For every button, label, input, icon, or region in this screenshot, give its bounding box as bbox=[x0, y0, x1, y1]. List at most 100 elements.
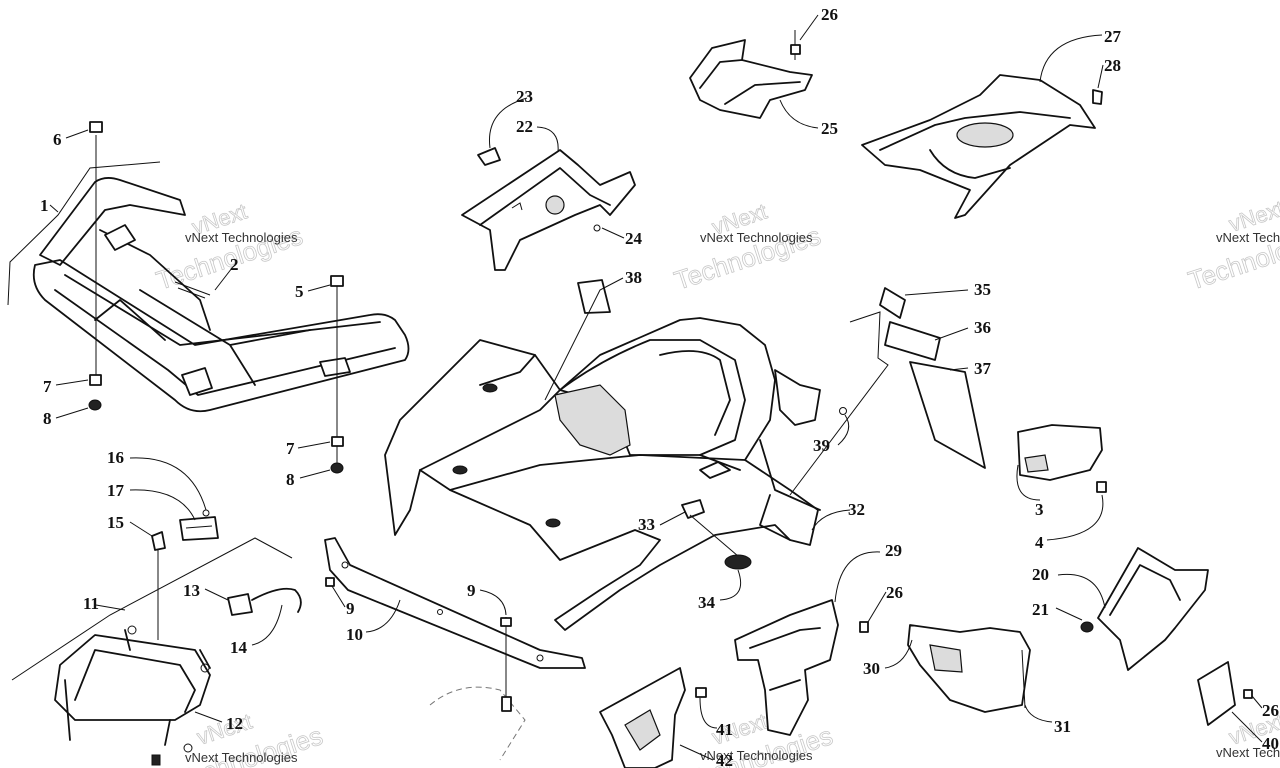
callout-34: 34 bbox=[698, 593, 716, 612]
callout-7b: 7 bbox=[286, 439, 295, 458]
mud-flap-recess bbox=[929, 644, 963, 673]
nut-9b-icon bbox=[500, 617, 512, 627]
plate-17-slot bbox=[185, 525, 213, 529]
front-fender-32 bbox=[384, 317, 819, 631]
leader-7a bbox=[55, 379, 89, 386]
front-rack-inner-rail bbox=[64, 274, 381, 346]
callout-13: 13 bbox=[183, 581, 200, 600]
leader-33 bbox=[659, 511, 686, 526]
screw-41-icon bbox=[695, 687, 707, 698]
leader-24 bbox=[601, 227, 625, 239]
frame-bolt bbox=[501, 696, 512, 712]
front-rack-top-rail bbox=[39, 177, 186, 266]
nut-7-icon bbox=[89, 374, 102, 386]
fastener-23-icon bbox=[477, 147, 501, 166]
callout-2: 2 bbox=[230, 255, 239, 274]
leader-11 bbox=[95, 604, 126, 611]
leader-14 bbox=[251, 604, 283, 646]
leader-22 bbox=[536, 126, 559, 153]
bolt-6-icon bbox=[89, 121, 103, 133]
front-fender-body bbox=[384, 279, 847, 631]
callout-26c: 26 bbox=[1262, 701, 1279, 720]
callout-8b: 8 bbox=[286, 470, 295, 489]
leader-36 bbox=[934, 327, 969, 341]
leader-35 bbox=[904, 289, 969, 296]
leader-2 bbox=[214, 267, 233, 291]
watermark-company: vNext Technologies bbox=[185, 750, 298, 765]
watermark-4: vNext Technologies vNext Technologies bbox=[172, 708, 326, 768]
decal-37-icon bbox=[909, 361, 986, 469]
clip-15-icon bbox=[151, 531, 166, 551]
decal-set bbox=[789, 287, 986, 496]
front-rack-mount bbox=[319, 357, 351, 377]
headlight-lens bbox=[74, 649, 196, 713]
leader-34 bbox=[719, 569, 742, 601]
reflector-34-icon bbox=[724, 554, 752, 570]
callout-16: 16 bbox=[107, 448, 124, 467]
callout-17: 17 bbox=[107, 481, 125, 500]
clip-icon bbox=[151, 754, 161, 766]
leader-38 bbox=[544, 277, 624, 401]
callout-26b: 26 bbox=[886, 583, 903, 602]
leader-3 bbox=[1016, 464, 1041, 501]
fender-line bbox=[479, 354, 536, 386]
leader-20 bbox=[1057, 573, 1106, 609]
callout-29: 29 bbox=[885, 541, 902, 560]
panel-40 bbox=[1197, 661, 1236, 726]
leader-lines bbox=[49, 14, 1263, 761]
inner-panel-hole bbox=[545, 195, 565, 215]
rear-cover-assembly bbox=[861, 74, 1103, 219]
callout-41: 41 bbox=[716, 720, 733, 739]
inner-panel-clip bbox=[511, 202, 523, 211]
nut-9-icon bbox=[325, 577, 335, 587]
callout-10: 10 bbox=[346, 625, 363, 644]
washer-8b-icon bbox=[330, 462, 344, 474]
screw-28-icon bbox=[1092, 89, 1103, 105]
fender-headlight-opening bbox=[554, 384, 631, 456]
callout-1: 1 bbox=[40, 196, 49, 215]
screw-39-icon bbox=[839, 407, 847, 415]
fender-logo-mount bbox=[699, 461, 731, 479]
callout-14: 14 bbox=[230, 638, 248, 657]
leader-9a bbox=[331, 585, 346, 608]
callout-40: 40 bbox=[1262, 734, 1279, 753]
screw-icon bbox=[183, 743, 193, 753]
front-rack-cross-4 bbox=[229, 329, 311, 346]
leader-5 bbox=[307, 284, 331, 292]
leader-7b bbox=[297, 441, 331, 449]
headlight-screw bbox=[200, 663, 210, 673]
bracket-line-11 bbox=[11, 537, 293, 681]
side-cover-3 bbox=[1017, 424, 1107, 493]
front-rack-decal bbox=[174, 281, 211, 299]
inner-fender-42-recess bbox=[624, 709, 661, 751]
screw-24-icon bbox=[593, 224, 601, 232]
inner-panel-assembly bbox=[461, 147, 636, 271]
fender-grommet bbox=[482, 383, 498, 393]
windshield-25 bbox=[689, 39, 813, 119]
headlight-screw bbox=[127, 625, 137, 635]
callout-8a: 8 bbox=[43, 409, 52, 428]
headlight-assembly bbox=[11, 509, 302, 766]
front-rack-frame bbox=[32, 259, 410, 413]
callout-36: 36 bbox=[974, 318, 991, 337]
bar-hole bbox=[341, 561, 349, 569]
watermark-company: vNext Technologies bbox=[1216, 745, 1280, 760]
leader-37 bbox=[949, 367, 969, 371]
watermark-2: vNext Technologies vNext Technologies bbox=[670, 198, 824, 296]
leader-26c bbox=[1251, 695, 1263, 709]
leader-15 bbox=[129, 521, 153, 537]
nut-7b-icon bbox=[331, 436, 344, 447]
leader-26a bbox=[799, 14, 819, 41]
callout-38: 38 bbox=[625, 268, 642, 287]
callout-15: 15 bbox=[107, 513, 124, 532]
rear-cover-edge bbox=[879, 111, 1071, 151]
windshield-assembly bbox=[689, 30, 813, 119]
callout-24: 24 bbox=[625, 229, 643, 248]
inner-fender-29-edge bbox=[749, 627, 821, 691]
leader-13 bbox=[204, 588, 229, 601]
callout-26a: 26 bbox=[821, 5, 838, 24]
leader-8a bbox=[55, 407, 89, 419]
reflector-axis bbox=[689, 514, 746, 563]
callout-labels: 1 2 3 4 5 6 7 7 8 8 9 9 10 11 12 13 14 1… bbox=[40, 5, 1279, 768]
lower-fender-parts bbox=[599, 599, 1253, 768]
